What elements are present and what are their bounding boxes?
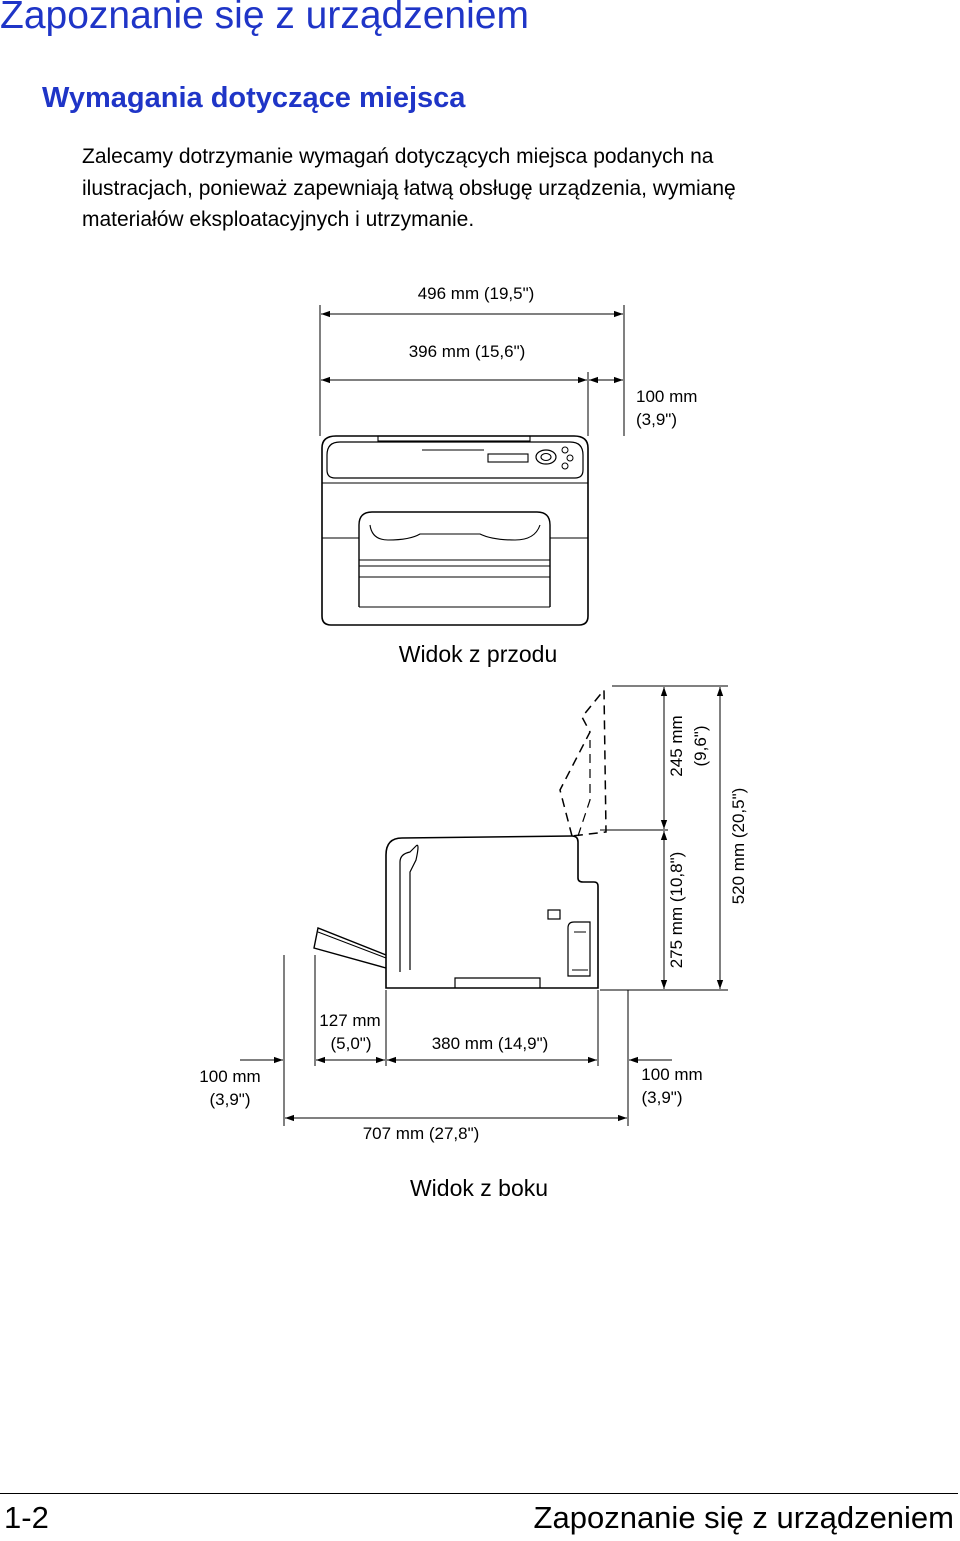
- front-dim-total-label: 496 mm (19,5"): [418, 284, 535, 303]
- chapter-title: Zapoznanie się z urządzeniem: [0, 0, 529, 37]
- printer-front-drawing: [321, 435, 589, 626]
- side-dim-left-value: 100 mm: [199, 1067, 260, 1086]
- side-dim-height-total-label: 520 mm (20,5"): [729, 788, 748, 905]
- side-dim-tray-inch: (5,0"): [331, 1034, 372, 1053]
- side-view: [240, 685, 728, 1126]
- front-dim-side-value: 100 mm: [636, 387, 697, 406]
- front-view-caption: Widok z przodu: [399, 641, 558, 667]
- side-dim-left-inch: (3,9"): [210, 1090, 251, 1109]
- side-dim-height-body-label: 275 mm (10,8"): [667, 852, 686, 969]
- side-dim-total-label: 707 mm (27,8"): [363, 1124, 480, 1143]
- intro-line: Zalecamy dotrzymanie wymagań dotyczących…: [82, 145, 714, 168]
- intro-line: ilustracjach, ponieważ zapewniają łatwą …: [82, 176, 736, 200]
- side-view-caption: Widok z boku: [410, 1175, 548, 1201]
- side-dim-height-top-inch: (9,6"): [691, 726, 710, 767]
- side-dim-right-value: 100 mm: [641, 1065, 702, 1084]
- intro-paragraph: Zalecamy dotrzymanie wymagań dotyczących…: [82, 141, 912, 236]
- page-number: 1-2: [4, 1500, 49, 1535]
- side-dim-body-label: 380 mm (14,9"): [432, 1034, 549, 1053]
- side-dim-tray-value: 127 mm: [319, 1011, 380, 1030]
- front-dim-side-inch: (3,9"): [636, 410, 677, 429]
- section-title: Wymagania dotyczące miejsca: [42, 82, 466, 114]
- side-dim-right-inch: (3,9"): [642, 1088, 683, 1107]
- front-view: [319, 305, 625, 626]
- intro-line: materiałów eksploatacyjnych i utrzymanie…: [82, 208, 475, 231]
- printer-side-drawing: [240, 685, 728, 1126]
- running-footer-title: Zapoznanie się z urządzeniem: [533, 1500, 954, 1535]
- side-dim-height-top-value: 245 mm: [667, 715, 686, 776]
- front-dim-body-label: 396 mm (15,6"): [409, 342, 526, 361]
- footer-rule: [0, 1493, 958, 1494]
